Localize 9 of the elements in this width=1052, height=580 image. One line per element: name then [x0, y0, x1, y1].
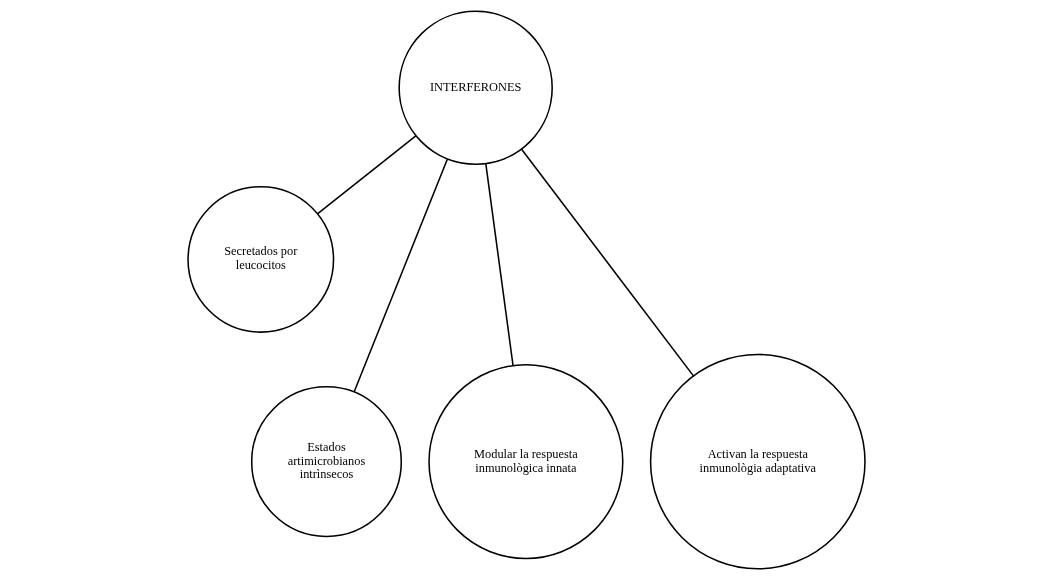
- connector: [316, 135, 417, 215]
- connector: [352, 158, 448, 393]
- connector: [520, 148, 694, 377]
- node-circle: Estados artimicrobianos intrìnsecos: [250, 386, 402, 538]
- node-circle: INTERFERONES: [397, 10, 553, 166]
- node-circle: Secretados por leucocitos: [186, 185, 334, 333]
- connector: [484, 162, 514, 367]
- node-circle: Activan la respuesta inmunològia adaptativa: [649, 353, 866, 570]
- node-circle: Modular la respuesta inmunològica innata: [427, 364, 624, 560]
